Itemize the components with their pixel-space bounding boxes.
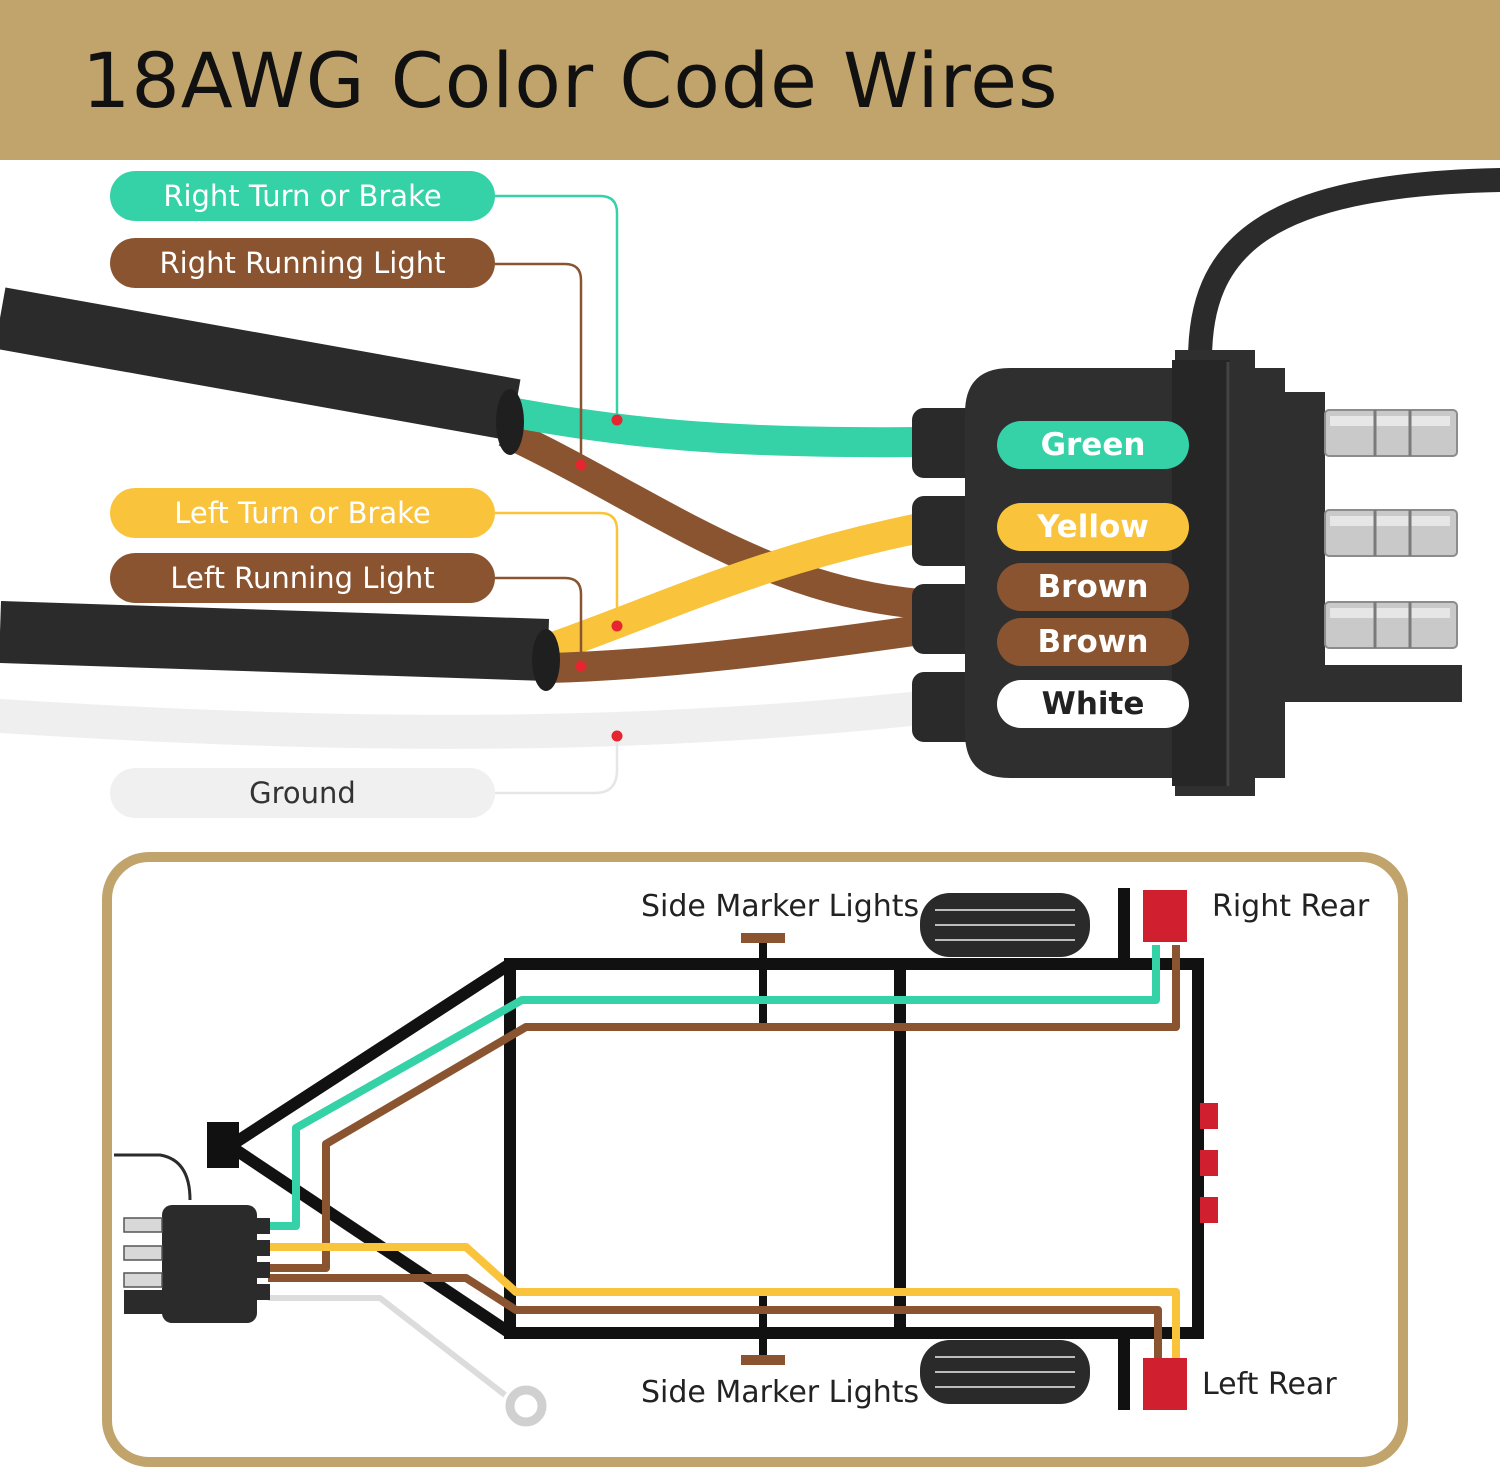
leader-left-turn xyxy=(495,511,619,626)
right-rear-label: Right Rear xyxy=(1212,889,1370,924)
leader-left-running xyxy=(495,576,583,666)
trailer-frame xyxy=(504,958,1204,1339)
pin-tag-brown: Brown xyxy=(997,563,1189,611)
left-brown-wire xyxy=(547,615,923,683)
rear-marker-lamp xyxy=(1200,1150,1218,1176)
pin-tag-yellow: Yellow xyxy=(997,503,1189,551)
connector-lead-cable xyxy=(1188,168,1500,372)
hitch-coupler xyxy=(207,1122,239,1168)
diagram-white-wire xyxy=(268,1295,507,1398)
leader-ground xyxy=(495,736,619,795)
diagram-brown-left-wire xyxy=(268,1274,1162,1360)
left-rear-label: Left Rear xyxy=(1202,1367,1337,1402)
label-ground: Ground xyxy=(110,768,495,818)
tire-bottom xyxy=(920,1340,1090,1404)
label-left-running-light: Left Running Light xyxy=(110,553,495,603)
diagram-brown-right-wire xyxy=(268,945,1180,1272)
pin-tag-white: White xyxy=(997,680,1189,728)
label-right-running-light: Right Running Light xyxy=(110,238,495,288)
header-banner: 18AWG Color Code Wires xyxy=(0,0,1500,160)
yellow-wire xyxy=(540,513,923,665)
side-marker-lights-bottom-label: Side Marker Lights xyxy=(641,1375,920,1410)
green-wire xyxy=(507,397,921,458)
leader-right-running xyxy=(495,262,583,465)
pin-tag-brown: Brown xyxy=(997,618,1189,666)
pin-tag-green: Green xyxy=(997,421,1189,469)
left-rear-lamp xyxy=(1143,1358,1187,1410)
right-brown-wire xyxy=(498,418,922,619)
label-left-turn-brake: Left Turn or Brake xyxy=(110,488,495,538)
leader-right-turn xyxy=(495,194,619,420)
side-marker-lights-top-label: Side Marker Lights xyxy=(641,889,920,924)
diagram-yellow-wire xyxy=(268,1243,1180,1360)
right-rear-lamp xyxy=(1143,890,1187,942)
ground-ring-terminal xyxy=(505,1385,547,1427)
rear-marker-lamp xyxy=(1200,1103,1218,1129)
diagram-green-wire xyxy=(268,945,1160,1230)
rear-marker-lamp xyxy=(1200,1197,1218,1223)
label-right-turn-brake: Right Turn or Brake xyxy=(110,171,495,221)
diagram-connector xyxy=(123,1205,270,1323)
page-title: 18AWG Color Code Wires xyxy=(82,36,1059,125)
upper-cable-jacket xyxy=(0,287,521,441)
tire-top xyxy=(920,893,1090,957)
lower-cable-jacket xyxy=(0,601,550,681)
flat-4-connector xyxy=(912,350,1462,796)
white-ground-wire xyxy=(0,691,937,749)
